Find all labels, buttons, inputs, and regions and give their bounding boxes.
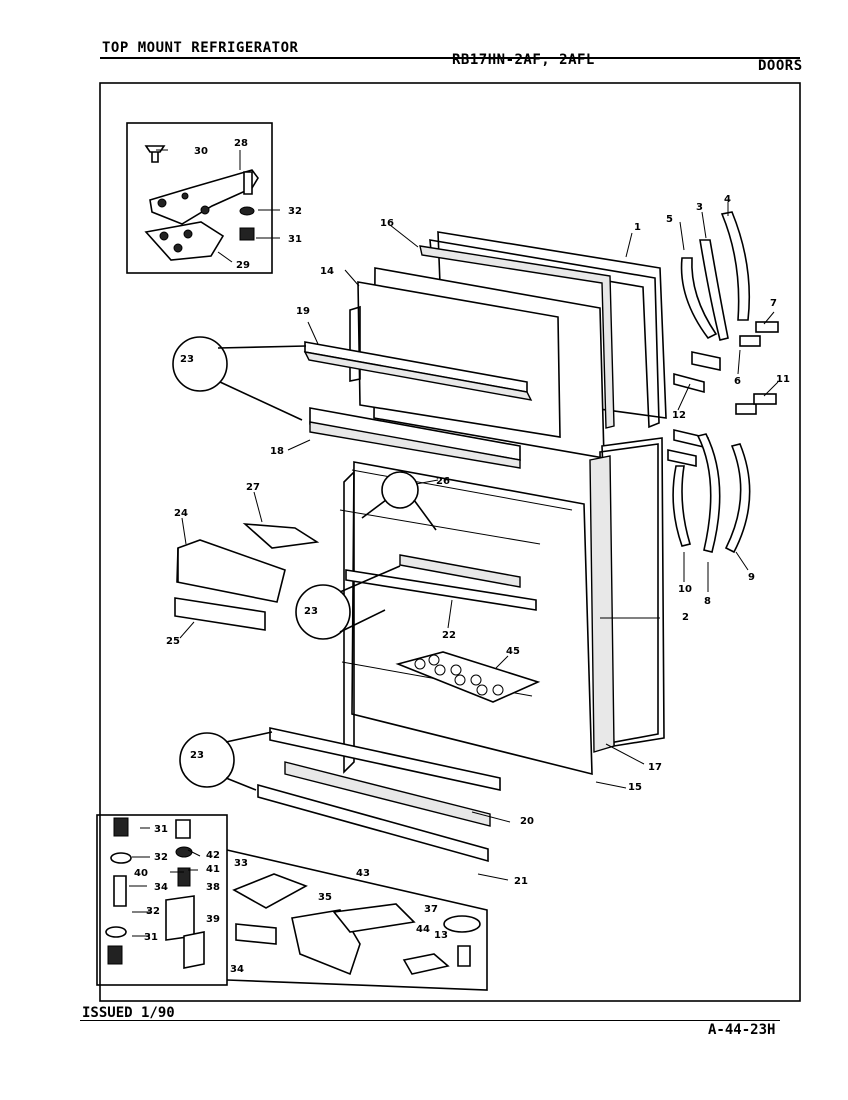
- callout-7: 7: [770, 298, 777, 309]
- callout-14: 14: [320, 266, 334, 277]
- callout-33: 33: [234, 858, 248, 869]
- lower-door-shelves: [257, 727, 501, 863]
- callout-11: 11: [776, 374, 790, 385]
- dairy-door-parts: [174, 523, 320, 631]
- callout-2: 2: [682, 612, 689, 623]
- callout-26: 26: [436, 476, 450, 487]
- callout-31: 31: [144, 932, 158, 943]
- egg-tray-cups: [414, 654, 504, 696]
- callout-4: 4: [724, 194, 731, 205]
- fresh-food-door: [339, 437, 665, 776]
- callout-16: 16: [380, 218, 394, 229]
- callout-31: 31: [154, 824, 168, 835]
- section-name: DOORS: [758, 58, 803, 74]
- detail-magnifiers: [172, 336, 437, 791]
- door-straps-and-hinges: [667, 211, 779, 554]
- callout-28: 28: [234, 138, 248, 149]
- footer-rule: [80, 1020, 780, 1021]
- issue-date: ISSUED 1/90: [82, 1005, 175, 1021]
- callout-34: 34: [154, 882, 168, 893]
- callout-23: 23: [304, 606, 318, 617]
- callout-27: 27: [246, 482, 260, 493]
- callout-21: 21: [514, 876, 528, 887]
- callout-23: 23: [180, 354, 194, 365]
- callout-1: 1: [634, 222, 641, 233]
- leader-lines: [129, 149, 779, 937]
- callout-9: 9: [748, 572, 755, 583]
- hinge-bracket-group: [226, 849, 488, 991]
- callout-29: 29: [236, 260, 250, 271]
- callout-37: 37: [424, 904, 438, 915]
- header-rule: [100, 57, 800, 59]
- diagram-part-number: A-44-23H: [708, 1022, 776, 1038]
- callout-22: 22: [442, 630, 456, 641]
- callout-13: 13: [434, 930, 448, 941]
- callout-15: 15: [628, 782, 642, 793]
- callout-35: 35: [318, 892, 332, 903]
- callout-43: 43: [356, 868, 370, 879]
- callout-18: 18: [270, 446, 284, 457]
- callout-5: 5: [666, 214, 673, 225]
- callout-41: 41: [206, 864, 220, 875]
- callout-6: 6: [734, 376, 741, 387]
- callout-17: 17: [648, 762, 662, 773]
- upper-hinge-inset: [126, 122, 273, 274]
- callout-31: 31: [288, 234, 302, 245]
- model-number: RB17HN-2AF, 2AFL: [452, 52, 595, 68]
- callout-42: 42: [206, 850, 220, 861]
- callout-45: 45: [506, 646, 520, 657]
- page-title: TOP MOUNT REFRIGERATOR: [102, 40, 299, 56]
- callout-38: 38: [206, 882, 220, 893]
- callout-8: 8: [704, 596, 711, 607]
- callout-39: 39: [206, 914, 220, 925]
- diagram-border: [99, 82, 801, 1002]
- callout-23: 23: [190, 750, 204, 761]
- callout-30: 30: [194, 146, 208, 157]
- callout-24: 24: [174, 508, 188, 519]
- callout-labels: 1234567891011121314151617181920212223242…: [134, 138, 790, 975]
- callout-20: 20: [520, 816, 534, 827]
- callout-10: 10: [678, 584, 692, 595]
- callout-34: 34: [230, 964, 244, 975]
- callout-40: 40: [134, 868, 148, 879]
- callout-25: 25: [166, 636, 180, 647]
- freezer-door: [303, 231, 667, 469]
- callout-19: 19: [296, 306, 310, 317]
- callout-32: 32: [154, 852, 168, 863]
- callout-3: 3: [696, 202, 703, 213]
- callout-32: 32: [288, 206, 302, 217]
- callout-44: 44: [416, 924, 430, 935]
- callout-32: 32: [146, 906, 160, 917]
- lower-hinge-inset: [96, 814, 228, 986]
- callout-12: 12: [672, 410, 686, 421]
